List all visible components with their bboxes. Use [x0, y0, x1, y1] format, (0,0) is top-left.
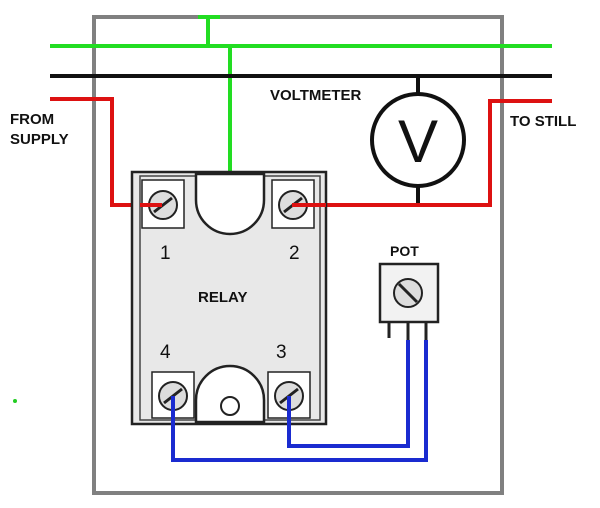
to-still-label: TO STILL: [510, 113, 576, 130]
enclosure-box: [92, 15, 504, 495]
voltmeter-label: VOLTMETER: [270, 87, 362, 104]
relay: [130, 170, 328, 426]
potentiometer: [378, 262, 440, 342]
control-wire: [171, 340, 428, 462]
relay-label: RELAY: [198, 289, 247, 306]
terminal-label-3: 3: [276, 342, 287, 363]
ground-wire: [50, 15, 552, 190]
terminal-label-1: 1: [160, 243, 171, 264]
pot-label: POT: [390, 243, 419, 259]
terminal-label-2: 2: [289, 243, 300, 264]
from-supply-label-line2: SUPPLY: [10, 131, 69, 148]
terminal-label-4: 4: [160, 342, 171, 363]
voltmeter: V: [370, 92, 466, 188]
from-supply-label-line1: FROM: [10, 111, 54, 128]
relay-mount-hole: [220, 396, 240, 416]
voltmeter-symbol: V: [398, 108, 438, 175]
stray-green-dot: [13, 399, 17, 403]
bus-wire: [50, 74, 552, 204]
